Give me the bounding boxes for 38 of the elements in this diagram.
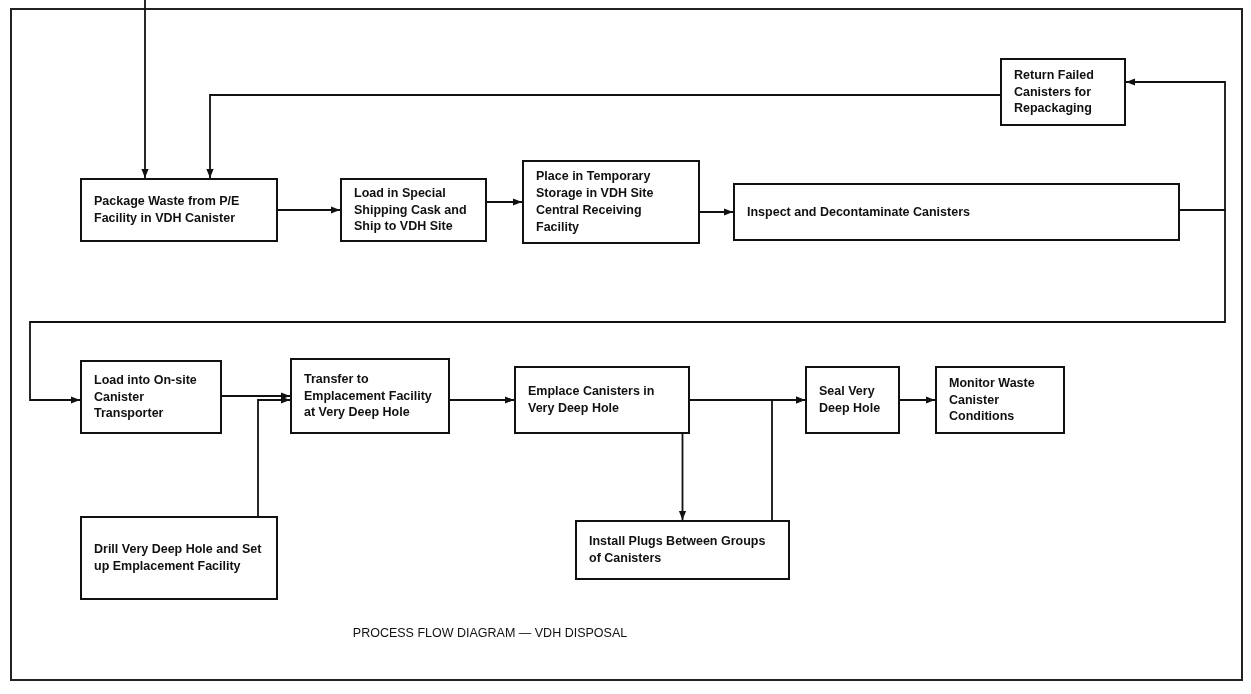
caption: PROCESS FLOW DIAGRAM — VDH DISPOSAL <box>351 626 629 640</box>
box-label: Seal Very Deep Hole <box>819 383 882 417</box>
box-label: Inspect and Decontaminate Canisters <box>747 203 970 221</box>
box-label: Install Plugs Between Groups of Canisters <box>589 533 767 567</box>
box-label: Drill Very Deep Hole and Set up Emplacement Facility <box>94 541 263 575</box>
arrow <box>29 209 1226 404</box>
process-box <box>340 178 487 242</box>
arrow <box>277 206 341 214</box>
process-box <box>80 178 278 242</box>
box-label: Monitor Waste Canister Conditions <box>949 374 1036 426</box>
process-box <box>575 520 790 580</box>
arrow <box>141 0 149 179</box>
box-label: Return Failed Canisters for Repackaging <box>1014 66 1095 118</box>
box-label: Emplace Canisters in Very Deep Hole <box>528 383 656 417</box>
process-box <box>290 358 450 434</box>
process-box <box>805 366 900 434</box>
arrow <box>221 392 291 400</box>
process-box <box>80 516 278 600</box>
arrow <box>771 396 806 521</box>
process-box <box>522 160 700 244</box>
process-box <box>733 183 1180 241</box>
arrow <box>899 396 936 404</box>
process-box <box>80 360 222 434</box>
arrow <box>257 396 291 517</box>
process-box <box>935 366 1065 434</box>
box-label: Transfer to Emplacement Facility at Very Deep Hole <box>304 370 433 422</box>
box-label: Package Waste from P/E Facility in VDH Canister <box>94 193 241 227</box>
arrow <box>486 198 523 206</box>
arrow <box>1125 78 1226 211</box>
arrow <box>449 396 515 404</box>
arrow <box>699 208 734 216</box>
box-label: Load in Special Shipping Cask and Ship to VDH Site <box>354 184 468 236</box>
arrow <box>678 433 687 521</box>
process-box <box>1000 58 1126 126</box>
arrow <box>206 94 1001 179</box>
box-label: Place in Temporary Storage in VDH Site Central Receiving Facility <box>536 168 655 236</box>
process-box <box>514 366 690 434</box>
box-label: Load into On-site Canister Transporter <box>94 371 198 423</box>
